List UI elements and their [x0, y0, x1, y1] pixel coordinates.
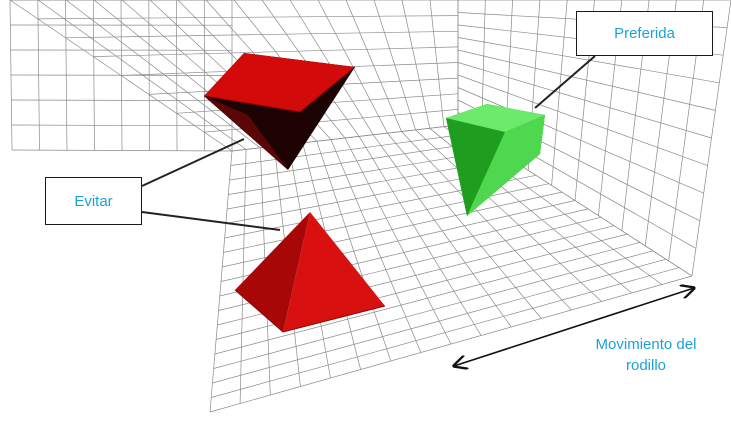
callout-preferred: Preferida: [576, 11, 713, 56]
right-wall-grid-line: [457, 49, 716, 111]
left-wall-grid-line: [11, 124, 233, 127]
floor-grid-line: [230, 133, 472, 166]
right-wall-grid-line: [457, 62, 712, 139]
floor-grid-line: [228, 149, 498, 195]
left-wall-grid-line: [10, 74, 233, 76]
right-wall-grid-line: [457, 37, 720, 84]
preferred-pyramid: [446, 104, 545, 216]
back-wall-grid-line: [65, 30, 459, 39]
back-wall-grid-line: [37, 15, 459, 20]
roller-motion-arrow: [454, 288, 694, 366]
floor-grid-line: [213, 250, 654, 369]
avoid-upright-pyramid: [234, 212, 386, 333]
roller-motion-label: Movimiento del rodillo: [572, 334, 720, 376]
floor-grid-line: [212, 258, 667, 384]
floor-grid-line: [214, 242, 641, 355]
right-wall-grid-line: [457, 87, 704, 194]
left-wall-grid-line: [11, 149, 233, 152]
roller-motion-label-line2: rodillo: [625, 357, 667, 374]
floor-grid-line: [223, 183, 550, 253]
back-wall-grid-line: [93, 46, 459, 57]
left-wall-grid-line: [11, 99, 233, 102]
roller-motion-label-line1: Movimiento del: [595, 336, 697, 353]
right-wall-grid-line: [457, 74, 708, 166]
callout-avoid: Evitar: [45, 177, 142, 225]
leader-line-avoid-top: [141, 138, 245, 187]
leader-line-preferred: [534, 55, 596, 109]
floor-grid-line: [229, 141, 485, 181]
avoid-inverted-pyramid: [203, 53, 356, 170]
leader-line-avoid-bottom: [141, 211, 281, 231]
